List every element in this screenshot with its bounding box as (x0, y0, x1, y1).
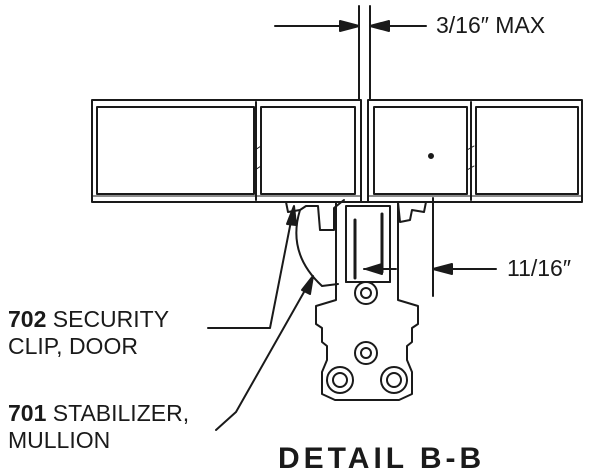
callout-702-line1: SECURITY (52, 306, 170, 332)
callout-702-number: 702 (8, 306, 47, 332)
callout-701-number: 701 (8, 400, 47, 426)
leader-arrow-701 (301, 275, 314, 295)
security-clip-right (397, 201, 427, 223)
callout-702-line2: CLIP, DOOR (8, 333, 138, 359)
callout-701-line2: MULLION (8, 427, 111, 453)
callout-701: 701 STABILIZER, MULLION (8, 400, 189, 454)
leader-line-702 (207, 215, 293, 329)
detail-title: DETAIL B-B (278, 442, 486, 475)
callout-702: 702 SECURITY CLIP, DOOR (8, 306, 169, 360)
leader-arrow-702 (286, 205, 297, 226)
right-door-panel (367, 99, 583, 203)
offset-dimension-label: 11/16″ (507, 255, 571, 281)
left-door-panel (91, 99, 362, 203)
gap-dimension-label: 3/16″ MAX (436, 12, 546, 38)
callout-701-line1: STABILIZER, (52, 400, 190, 426)
leader-line-701 (215, 284, 309, 431)
gap-dimension (274, 5, 427, 101)
offset-dimension (363, 197, 497, 297)
mullion-stabilizer (315, 201, 419, 401)
